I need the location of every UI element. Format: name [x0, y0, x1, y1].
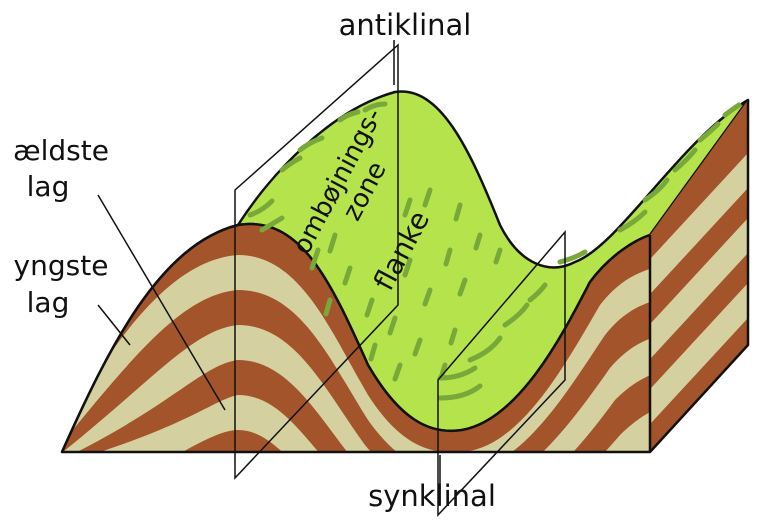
youngest-layer-label-line2: lag — [27, 286, 70, 319]
oldest-layer-label-line2: lag — [27, 170, 70, 203]
right-side-layers — [650, 100, 748, 452]
oldest-layer-label-line1: ældste — [13, 134, 109, 167]
surface-dashes — [247, 101, 742, 401]
anticline-label: antiklinal — [339, 8, 472, 42]
axial-planes — [234, 43, 566, 517]
syncline-label: synklinal — [368, 479, 496, 513]
leader-lines — [97, 40, 441, 505]
youngest-layer-label-line1: yngste — [14, 249, 109, 282]
